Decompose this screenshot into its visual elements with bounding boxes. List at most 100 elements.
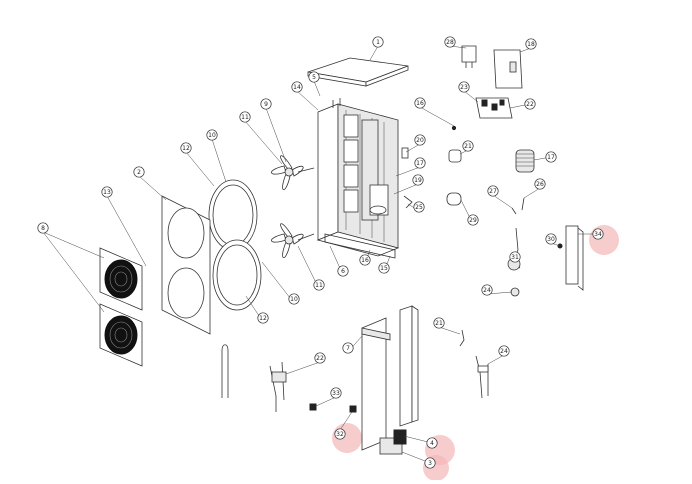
callout-c28: 28 bbox=[444, 36, 456, 48]
callout-bubble bbox=[359, 254, 371, 266]
highlight-34 bbox=[589, 225, 619, 255]
callout-c10b: 10 bbox=[288, 293, 300, 305]
callout-bubble bbox=[481, 284, 493, 296]
pipe-parts bbox=[221, 329, 489, 413]
callout-bubble bbox=[592, 228, 604, 240]
callout-label: 11 bbox=[241, 114, 249, 121]
callout-label: 22 bbox=[316, 355, 324, 362]
callout-c24: 24 bbox=[481, 284, 493, 296]
callout-label: 12 bbox=[182, 145, 190, 152]
callout-bubble bbox=[545, 151, 557, 163]
callout-bubble bbox=[291, 81, 303, 93]
callout-label: 17 bbox=[416, 160, 424, 167]
callout-label: 24 bbox=[483, 287, 491, 294]
callout-bubble bbox=[426, 437, 438, 449]
callout-label: 29 bbox=[469, 217, 477, 224]
callout-c12a: 12 bbox=[180, 142, 192, 154]
callout-bubble bbox=[467, 214, 479, 226]
callout-label: 28 bbox=[446, 39, 454, 46]
callout-label: 30 bbox=[547, 236, 555, 243]
callout-c11a: 11 bbox=[239, 111, 251, 123]
callout-c25: 25 bbox=[413, 201, 425, 213]
callout-label: 31 bbox=[511, 254, 519, 261]
callout-bubble bbox=[412, 174, 424, 186]
callout-label: 11 bbox=[315, 282, 323, 289]
callout-c10a: 10 bbox=[206, 129, 218, 141]
callout-label: 9 bbox=[264, 101, 268, 108]
callout-bubble bbox=[334, 428, 346, 440]
callout-label: 16 bbox=[361, 257, 369, 264]
callout-label: 1 bbox=[376, 39, 380, 46]
callout-label: 14 bbox=[293, 84, 301, 91]
callout-c6: 6 bbox=[337, 265, 349, 277]
callout-c21: 21 bbox=[462, 140, 474, 152]
top-cover-part bbox=[307, 57, 409, 87]
callout-c22b: 22 bbox=[314, 352, 326, 364]
callout-label: 23 bbox=[460, 84, 468, 91]
callout-label: 25 bbox=[415, 204, 423, 211]
callout-label: 33 bbox=[332, 390, 340, 397]
front-panel-part bbox=[161, 195, 211, 335]
callout-bubble bbox=[498, 345, 510, 357]
callout-bubble bbox=[239, 111, 251, 123]
callout-label: 21 bbox=[435, 320, 443, 327]
callout-c21b: 21 bbox=[433, 317, 445, 329]
callout-c22: 22 bbox=[524, 98, 536, 110]
callout-bubble bbox=[534, 178, 546, 190]
callout-bubble bbox=[414, 157, 426, 169]
callout-bubble bbox=[444, 36, 456, 48]
callout-c4: 4 bbox=[426, 437, 438, 449]
callout-bubble bbox=[414, 134, 426, 146]
callout-bubble bbox=[525, 38, 537, 50]
callout-bubble bbox=[308, 71, 320, 83]
callout-label: 16 bbox=[416, 100, 424, 107]
callout-label: 12 bbox=[259, 315, 267, 322]
callout-bubble bbox=[342, 342, 354, 354]
callout-label: 3 bbox=[428, 460, 432, 467]
callout-bubble bbox=[257, 312, 269, 324]
callout-c24b: 24 bbox=[498, 345, 510, 357]
callout-c20: 20 bbox=[414, 134, 426, 146]
callout-c8: 8 bbox=[37, 222, 49, 234]
callout-c12b: 12 bbox=[257, 312, 269, 324]
callout-c3: 3 bbox=[424, 457, 436, 469]
callout-c16b: 16 bbox=[359, 254, 371, 266]
callout-label: 24 bbox=[500, 348, 508, 355]
callout-bubble bbox=[458, 81, 470, 93]
callout-c17b: 17 bbox=[545, 151, 557, 163]
callout-label: 20 bbox=[416, 137, 424, 144]
callout-c16: 16 bbox=[414, 97, 426, 109]
callout-c34: 34 bbox=[592, 228, 604, 240]
callout-c11b: 11 bbox=[313, 279, 325, 291]
small-brackets-part bbox=[401, 125, 457, 209]
callout-bubble bbox=[288, 293, 300, 305]
callout-bubble bbox=[545, 233, 557, 245]
callout-bubble bbox=[101, 186, 113, 198]
control-box-part bbox=[461, 45, 523, 119]
callout-label: 6 bbox=[341, 268, 345, 275]
callout-c29: 29 bbox=[467, 214, 479, 226]
callout-c1: 1 bbox=[372, 36, 384, 48]
callout-c33: 33 bbox=[330, 387, 342, 399]
callout-bubble bbox=[180, 142, 192, 154]
callout-bubble bbox=[487, 185, 499, 197]
callout-label: 22 bbox=[526, 101, 534, 108]
callout-bubble bbox=[37, 222, 49, 234]
fan-guards-part bbox=[99, 247, 143, 367]
fan-upper-part bbox=[271, 155, 315, 191]
callout-bubble bbox=[462, 140, 474, 152]
callout-label: 13 bbox=[103, 189, 111, 196]
callout-label: 18 bbox=[527, 41, 535, 48]
callout-c23: 23 bbox=[458, 81, 470, 93]
callout-label: 2 bbox=[137, 169, 141, 176]
callout-label: 32 bbox=[336, 431, 344, 438]
callout-label: 5 bbox=[312, 74, 316, 81]
callout-c7: 7 bbox=[342, 342, 354, 354]
callout-c17a: 17 bbox=[414, 157, 426, 169]
callout-c32: 32 bbox=[334, 428, 346, 440]
callout-c26: 26 bbox=[534, 178, 546, 190]
callout-bubble bbox=[433, 317, 445, 329]
callout-bubble bbox=[378, 262, 390, 274]
